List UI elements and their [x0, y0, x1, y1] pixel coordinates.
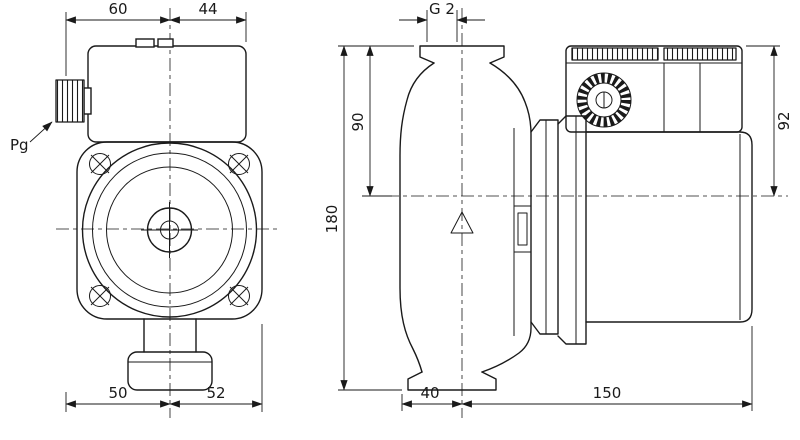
- coupling-ring: [530, 119, 559, 335]
- side-view: [386, 8, 788, 418]
- dim-side-bottom-left-label: 40: [420, 384, 439, 402]
- volute-right-edge: [481, 62, 532, 373]
- front-dimensions: 60 44 Pg 50 52: [10, 0, 263, 412]
- side-top-flange: [419, 45, 505, 64]
- vent-slots-left: [571, 47, 659, 61]
- vent-slots-right: [663, 47, 737, 61]
- volute-boss-inner: [517, 212, 528, 246]
- bolt-hole-top-left: [89, 153, 111, 175]
- dim-right-height-label: 92: [775, 111, 793, 130]
- dim-front-top-left-label: 60: [108, 0, 127, 18]
- side-dimensions: G 2 90 180 92 40 150: [323, 0, 793, 411]
- dim-total-height-label: 180: [323, 205, 341, 234]
- front-housing-circle-inner: [106, 166, 233, 294]
- dim-front-bottom-right-label: 52: [206, 384, 225, 402]
- dim-side-bottom-right-label: 150: [593, 384, 622, 402]
- dim-front-top-right-label: 44: [198, 0, 217, 18]
- front-box-vent-tab: [157, 38, 174, 48]
- motor-flange-plate: [557, 115, 587, 345]
- motor-body: [585, 131, 753, 323]
- front-box-vent-tab: [135, 38, 155, 48]
- dim-front-bottom-left-label: 50: [108, 384, 127, 402]
- front-terminal-box: [87, 45, 247, 143]
- volute-boss: [513, 205, 532, 253]
- front-union-nut: [127, 351, 213, 391]
- dim-port-axis-label: 90: [349, 112, 367, 131]
- volute-left-edge: [399, 62, 435, 373]
- front-flange-plate: [76, 141, 263, 320]
- front-view: [55, 8, 281, 418]
- bolt-hole-top-right: [228, 153, 250, 175]
- front-housing-circle-outer: [81, 142, 258, 318]
- cable-gland-knurl: [55, 79, 85, 123]
- cable-gland-label: Pg: [10, 136, 29, 154]
- side-bottom-flange: [407, 371, 497, 391]
- side-terminal-box: [565, 45, 743, 133]
- cable-gland-leader: [29, 121, 53, 143]
- bolt-hole-bottom-left: [89, 285, 111, 307]
- knurled-plug: [576, 72, 632, 128]
- cable-gland-neck: [83, 87, 92, 115]
- dim-thread-label: G 2: [429, 0, 455, 18]
- front-housing-circle-mid: [92, 152, 247, 308]
- bolt-hole-bottom-right: [228, 285, 250, 307]
- flow-direction-icon: [450, 211, 474, 234]
